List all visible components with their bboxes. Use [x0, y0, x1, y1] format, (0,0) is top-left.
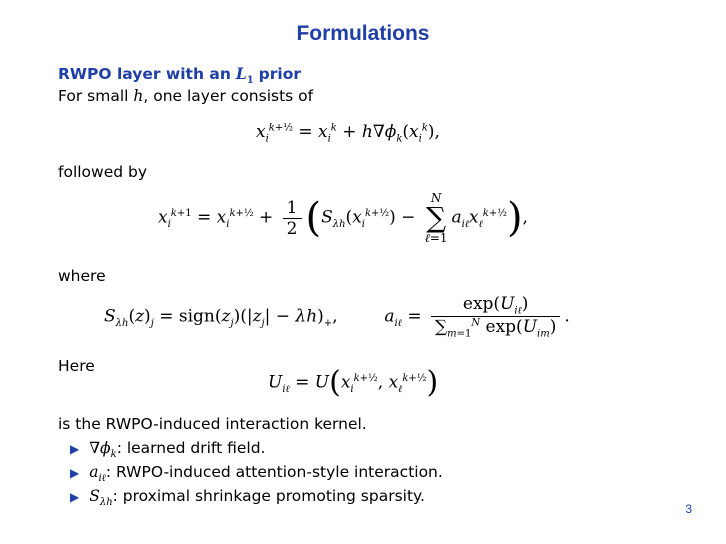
kernel-sentence: is the RWPO-induced interaction kernel. [58, 415, 367, 433]
page-number: 3 [685, 502, 692, 516]
bullet-text: : RWPO-induced attention-style interacti… [105, 463, 443, 481]
section-heading: RWPO layer with an L1 prior [58, 64, 301, 91]
triangle-bullet-icon: ▶ [70, 490, 80, 504]
where-text: where [58, 267, 106, 285]
equation-kernel: Uiℓ = U(xik+½, xℓk+½) [268, 365, 439, 400]
section-heading-math: L1 [235, 64, 254, 87]
bullet-symbol: Sλh [89, 487, 113, 509]
bullet-item: ▶ Sλh: proximal shrinkage promoting spars… [70, 486, 443, 510]
intro-var: h [133, 87, 144, 105]
section-heading-tail: prior [258, 65, 301, 83]
bullet-symbol: ∇ϕk [89, 439, 117, 461]
triangle-bullet-icon: ▶ [70, 442, 80, 456]
triangle-bullet-icon: ▶ [70, 466, 80, 480]
equation-half-step: xik+½ = xik + h∇ϕk(xik), [256, 122, 440, 145]
intro-line: For small h, one layer consists of [58, 86, 313, 106]
equation-shrinkage-attention: Sλh(z)j = sign(zj)(|zj| − λh)+, aiℓ = ex… [104, 294, 570, 340]
intro-post: , one layer consists of [143, 87, 314, 105]
bullet-item: ▶ ∇ϕk: learned drift field. [70, 438, 443, 462]
bullet-text: : proximal shrinkage promoting sparsity. [112, 487, 425, 505]
slide-title: Formulations [296, 22, 430, 45]
bullet-list: ▶ ∇ϕk: learned drift field. ▶ aiℓ: RWPO-in… [70, 438, 443, 510]
here-text: Here [58, 357, 95, 375]
section-heading-text: RWPO layer with an [58, 65, 231, 83]
followed-by-text: followed by [58, 163, 148, 181]
bullet-text: : learned drift field. [116, 439, 266, 457]
bullet-item: ▶ aiℓ: RWPO-induced attention-style inter… [70, 462, 443, 486]
intro-pre: For small [58, 87, 129, 105]
bullet-symbol: aiℓ [89, 463, 106, 485]
